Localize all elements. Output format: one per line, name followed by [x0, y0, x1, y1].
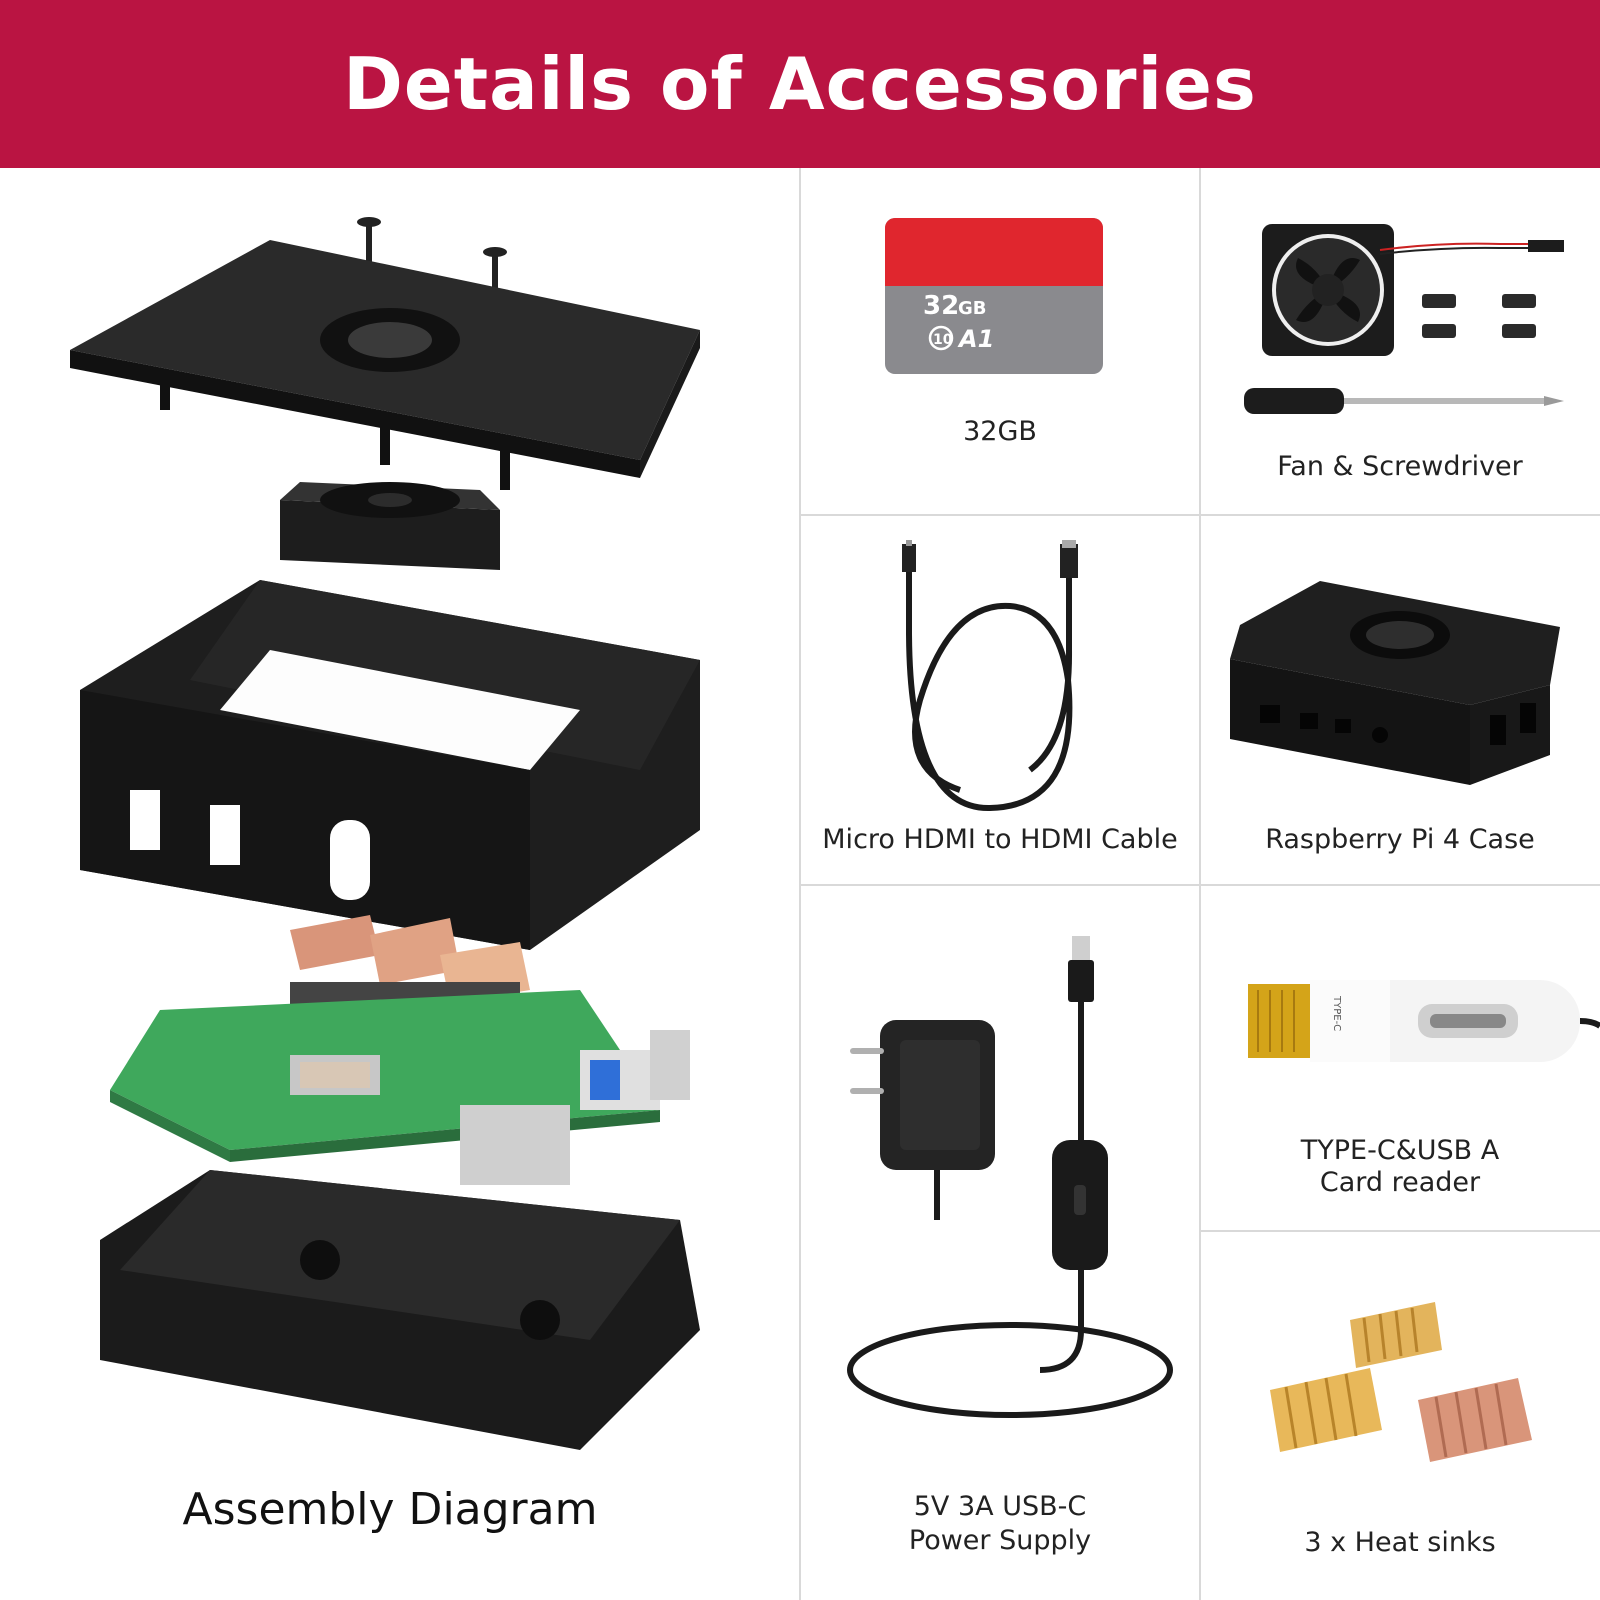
pi-case-label: Raspberry Pi 4 Case	[1265, 824, 1535, 855]
power-supply-image	[847, 936, 1173, 1418]
assembly-diagram-image	[70, 217, 700, 1450]
hdmi-cable-image	[902, 540, 1078, 812]
sd-card-rating: A1	[957, 325, 994, 353]
sd-card-class: 10	[933, 332, 953, 348]
assembly-diagram-label: Assembly Diagram	[182, 1484, 598, 1535]
sd-card-image: 32 GB 10 A1	[885, 218, 1103, 374]
card-reader-label-line2: Card reader	[1319, 1167, 1481, 1198]
sd-card-capacity: 32	[923, 291, 959, 321]
sd-card-label: 32GB	[963, 416, 1037, 447]
fan-screwdriver-image	[1244, 224, 1564, 414]
power-supply-label-line2: Power Supply	[908, 1525, 1092, 1556]
fan-screwdriver-label: Fan & Screwdriver	[1277, 451, 1523, 482]
card-reader-image: TYPE-C	[1248, 980, 1600, 1062]
power-supply-label-line1: 5V 3A USB-C	[913, 1491, 1087, 1522]
card-reader-label-line1: TYPE-C&USB A	[1300, 1135, 1500, 1166]
heat-sinks-label: 3 x Heat sinks	[1304, 1527, 1496, 1558]
grid-divider-row1	[800, 514, 1600, 516]
card-reader-body-text: TYPE-C	[1331, 995, 1342, 1031]
grid-divider-row3	[1200, 1230, 1600, 1232]
sd-card-unit: GB	[958, 298, 987, 319]
page-title: Details of Accessories	[343, 42, 1257, 126]
hdmi-cable-label: Micro HDMI to HDMI Cable	[822, 824, 1178, 855]
grid-divider-row2	[800, 884, 1600, 886]
pi-case-image	[1230, 581, 1560, 785]
header-banner: Details of Accessories	[0, 0, 1600, 168]
heat-sinks-image	[1270, 1302, 1532, 1462]
